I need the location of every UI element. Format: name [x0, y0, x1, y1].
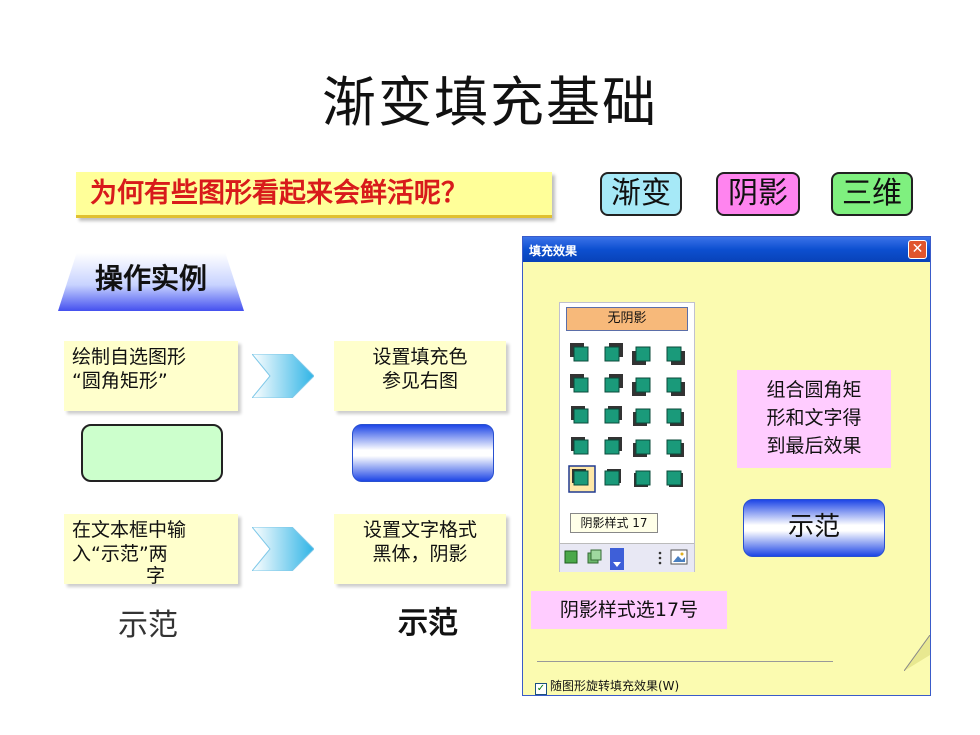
close-icon[interactable]: ✕ — [908, 240, 927, 259]
step-draw-shape: 绘制自选图形 “圆角矩形” — [64, 341, 238, 411]
checkbox-label: 随图形旋转填充效果(W) — [550, 679, 680, 693]
tag-shadow[interactable]: 阴影 — [716, 172, 800, 216]
step-set-fill: 设置填充色 参见右图 — [334, 341, 506, 411]
step-line: 在文本框中输 — [72, 519, 187, 541]
step-line: 设置填充色 — [372, 346, 468, 368]
slide-title: 渐变填充基础 — [322, 71, 658, 134]
note-line: 到最后效果 — [766, 435, 862, 457]
shadow-style-1[interactable] — [570, 343, 589, 362]
example-label: 操作实例 — [58, 253, 244, 311]
step-type-text: 在文本框中输 入“示范”两 字 — [64, 514, 238, 587]
step-line: 绘制自选图形 — [72, 346, 187, 368]
question-banner: 为何有些图形看起来会鲜活呢？ — [76, 172, 552, 218]
shadow-color-icon[interactable] — [586, 549, 602, 565]
step-line: 字 — [146, 565, 166, 587]
shadow-style-11[interactable] — [633, 408, 651, 426]
chevron-arrow-icon — [252, 354, 314, 398]
more-dots-icon[interactable] — [656, 550, 664, 566]
shadow-style-3[interactable] — [632, 346, 651, 365]
shadow-style-20[interactable] — [666, 470, 683, 487]
step-line: 入“示范”两 — [72, 543, 168, 565]
shadow-style-7[interactable] — [632, 377, 651, 396]
shadow-palette: 无阴影 阴影样式 17 — [559, 302, 695, 572]
checkbox-icon[interactable]: ✓ — [535, 683, 547, 695]
demo-text-styled: 示范 — [398, 606, 458, 641]
dialog-title: 填充效果 — [529, 244, 578, 258]
shadow-style-15[interactable] — [633, 439, 651, 457]
note-fold-corner — [904, 635, 930, 671]
rounded-rect-plain — [81, 424, 223, 482]
step-line: 参见右图 — [381, 370, 458, 392]
shadow-style-2[interactable] — [604, 343, 623, 362]
no-shadow-button[interactable]: 无阴影 — [566, 307, 688, 331]
dialog-titlebar[interactable]: 填充效果 ✕ — [523, 237, 930, 262]
palette-toolbar — [560, 543, 694, 572]
fill-effects-dialog: 填充效果 ✕ 无阴影 阴影样式 17 组合圆角矩 形和文字得 到最后效果 示范 … — [522, 236, 931, 696]
step-text-format: 设置文字格式 黑体，阴影 — [334, 514, 506, 584]
picture-icon[interactable] — [670, 549, 688, 565]
shadow-style-19[interactable] — [634, 470, 651, 487]
shadow-style-5[interactable] — [570, 374, 589, 393]
shadow-on-off-icon[interactable] — [564, 550, 578, 564]
shadow-style-grid — [568, 343, 685, 493]
step-line: 设置文字格式 — [362, 519, 477, 541]
result-note: 组合圆角矩 形和文字得 到最后效果 — [737, 370, 891, 468]
step-line: “圆角矩形” — [72, 370, 168, 392]
shadow-style-9[interactable] — [571, 406, 589, 424]
chevron-arrow-icon — [252, 527, 314, 571]
demo-text-plain: 示范 — [118, 608, 178, 643]
demo-result-shape: 示范 — [743, 499, 885, 557]
shadow-style-8[interactable] — [666, 377, 685, 396]
pick-style-note: 阴影样式选17号 — [531, 591, 727, 629]
shadow-style-18[interactable] — [604, 469, 621, 486]
shadow-style-10[interactable] — [604, 406, 622, 424]
shadow-style-tooltip: 阴影样式 17 — [570, 513, 658, 533]
step-line: 黑体，阴影 — [372, 543, 468, 565]
shadow-style-17[interactable] — [568, 465, 596, 493]
tag-gradient[interactable]: 渐变 — [600, 172, 682, 216]
tag-3d[interactable]: 三维 — [831, 172, 913, 216]
rotate-with-shape-checkbox[interactable]: ✓随图形旋转填充效果(W) — [535, 677, 679, 695]
shadow-style-16[interactable] — [666, 439, 684, 457]
shadow-style-4[interactable] — [666, 346, 685, 365]
shadow-style-12[interactable] — [666, 408, 684, 426]
divider — [537, 661, 833, 662]
note-line: 形和文字得 — [766, 407, 862, 429]
rounded-rect-gradient — [352, 424, 494, 482]
shadow-style-6[interactable] — [604, 374, 623, 393]
note-line: 组合圆角矩 — [766, 379, 862, 401]
dropdown-arrow-icon[interactable] — [610, 548, 624, 570]
shadow-style-13[interactable] — [571, 437, 589, 455]
shadow-style-14[interactable] — [604, 437, 622, 455]
